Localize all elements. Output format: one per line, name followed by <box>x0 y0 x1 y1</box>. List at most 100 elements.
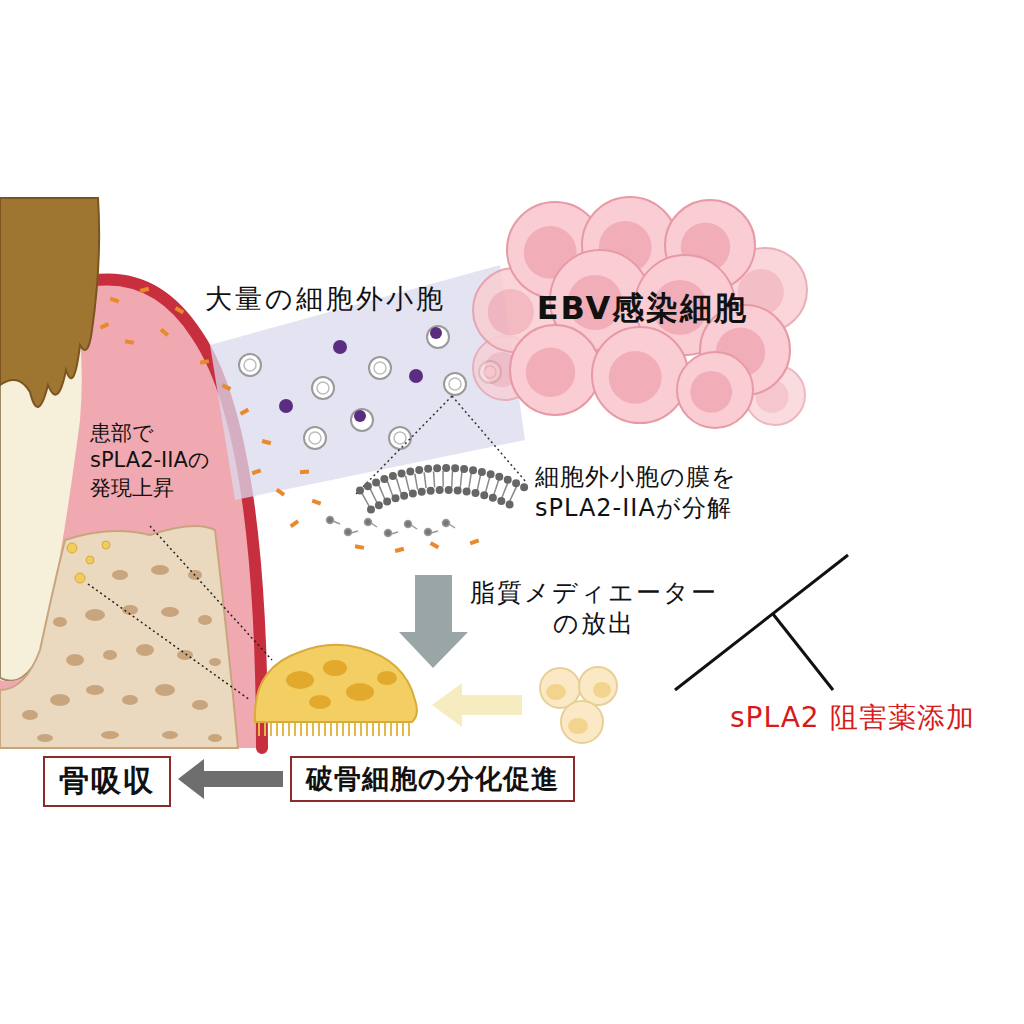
cell-nucleus <box>526 348 576 398</box>
bone-texture-part <box>53 617 67 627</box>
cell-membrane <box>677 352 753 428</box>
spla2-molecules-part <box>222 383 232 390</box>
extracellular-vesicles-part-part <box>444 373 466 395</box>
membrane-zoom-part <box>371 490 515 510</box>
precursor-cells-part <box>579 667 617 705</box>
extracellular-vesicles-part-part <box>374 362 386 374</box>
extracellular-vesicles-part-part <box>312 377 334 399</box>
spla2-molecules-part <box>240 408 250 416</box>
lesion-label: 患部で sPLA2-IIAの 発現上昇 <box>90 420 214 502</box>
bone-texture-part <box>209 658 221 666</box>
bone-texture-part <box>86 685 104 695</box>
infected-cell <box>677 352 753 428</box>
bone-texture-part <box>162 731 178 739</box>
osteoclast-nuclei-part <box>309 695 331 709</box>
arrow-head <box>178 759 204 799</box>
differentiation-arrow <box>432 683 522 727</box>
precursor-cells-part <box>568 718 588 734</box>
bone-texture-part <box>198 615 212 625</box>
spla2-molecules-part <box>252 468 262 475</box>
osteoclast-nuclei-part <box>286 671 314 689</box>
extracellular-vesicles-part-part <box>394 432 406 444</box>
spla2-molecules-part <box>290 519 300 527</box>
bone-texture-part <box>101 731 119 739</box>
lipid-fragments-part <box>425 529 432 536</box>
bone-texture-part <box>136 644 154 656</box>
dental-calculus <box>0 198 99 407</box>
osteoclast-nuclei-part <box>377 671 397 685</box>
lipid-fragments-part <box>443 520 450 527</box>
spla2-molecules-part <box>140 287 150 293</box>
extracellular-vesicles-part-part <box>409 369 423 383</box>
bone-texture-part <box>37 734 53 742</box>
cell-membrane <box>592 327 688 423</box>
lipid-fragments-part <box>449 524 455 528</box>
extracellular-vesicles <box>239 326 501 449</box>
infected-cell <box>592 327 688 423</box>
lipid-fragments-part <box>333 521 340 524</box>
osteoclast-nuclei-part <box>323 660 347 676</box>
precursor-cells-part <box>546 684 566 700</box>
osteoclast-nuclei-part <box>346 683 374 701</box>
extracellular-vesicles-part-part <box>244 359 256 371</box>
spla2-molecules-part <box>160 328 169 337</box>
cell-nucleus <box>488 289 534 335</box>
membrane-zoom-part <box>356 396 452 494</box>
cell-nucleus <box>690 371 732 413</box>
inhibition-stem <box>773 614 833 690</box>
extracellular-vesicles-part-part <box>351 409 373 431</box>
extracellular-vesicles-part-part <box>389 427 411 449</box>
arrow-shaft <box>202 771 283 787</box>
bone-texture-part <box>103 650 117 660</box>
node-text: 破骨細胞の分化促進 <box>306 761 559 797</box>
lipid-fragments-part <box>371 523 377 527</box>
bone-texture-part <box>112 570 128 580</box>
bone-texture-part <box>161 607 179 617</box>
spla2-molecules <box>100 287 480 553</box>
lipid-fragments-part <box>431 531 438 533</box>
spla2-molecules-part <box>430 541 440 549</box>
ruffled-border <box>258 722 412 736</box>
lipid-fragments-part <box>345 529 352 536</box>
release-arrow <box>399 575 468 668</box>
extracellular-vesicles-part-part <box>309 432 321 444</box>
extracellular-vesicles-part-part <box>239 354 261 376</box>
spla2-molecules-part <box>312 499 322 506</box>
inhibition-bar <box>675 555 848 690</box>
leader-line <box>150 526 272 660</box>
cell-membrane <box>510 325 600 415</box>
lipid-fragments-part <box>327 517 334 524</box>
extracellular-vesicles-part-part <box>304 427 326 449</box>
lipid-fragments-part <box>351 531 358 533</box>
process-box: 破骨細胞の分化促進 <box>290 756 575 802</box>
extracellular-vesicles-part-part <box>317 382 329 394</box>
spla2-molecules-part <box>276 488 286 496</box>
lipid-fragments-part <box>391 532 398 534</box>
extracellular-vesicles-part-part <box>427 326 449 348</box>
precursor-cells <box>540 667 617 743</box>
bone-texture-part <box>177 650 193 660</box>
extracellular-vesicles-part-part <box>279 399 293 413</box>
extracellular-vesicles-part <box>279 327 442 422</box>
infected-cell-cluster: EBV感染細胞 <box>470 195 815 430</box>
vesicle-label-box: 大量の細胞外小胞 <box>205 283 446 315</box>
erosion-spots <box>67 541 110 583</box>
mediator-label-box: 脂質メディエーター の放出 <box>468 577 720 640</box>
extracellular-vesicles-part-part <box>369 357 391 379</box>
spla2-molecules-part <box>110 297 120 304</box>
lesion-label-box: 患部で sPLA2-IIAの 発現上昇 <box>90 420 214 502</box>
spla2-molecules-part <box>200 359 210 365</box>
lipid-fragments-part <box>365 519 372 526</box>
bone-texture-part <box>66 654 84 666</box>
bone-texture-part <box>122 695 138 705</box>
vesicle-label: 大量の細胞外小胞 <box>205 283 446 315</box>
precursor-cells-part <box>561 701 603 743</box>
infected-cell <box>510 325 600 415</box>
spla2-molecules-part <box>100 322 110 329</box>
extracellular-vesicles-part-part <box>354 410 366 422</box>
spla2-molecules-part <box>262 439 272 445</box>
